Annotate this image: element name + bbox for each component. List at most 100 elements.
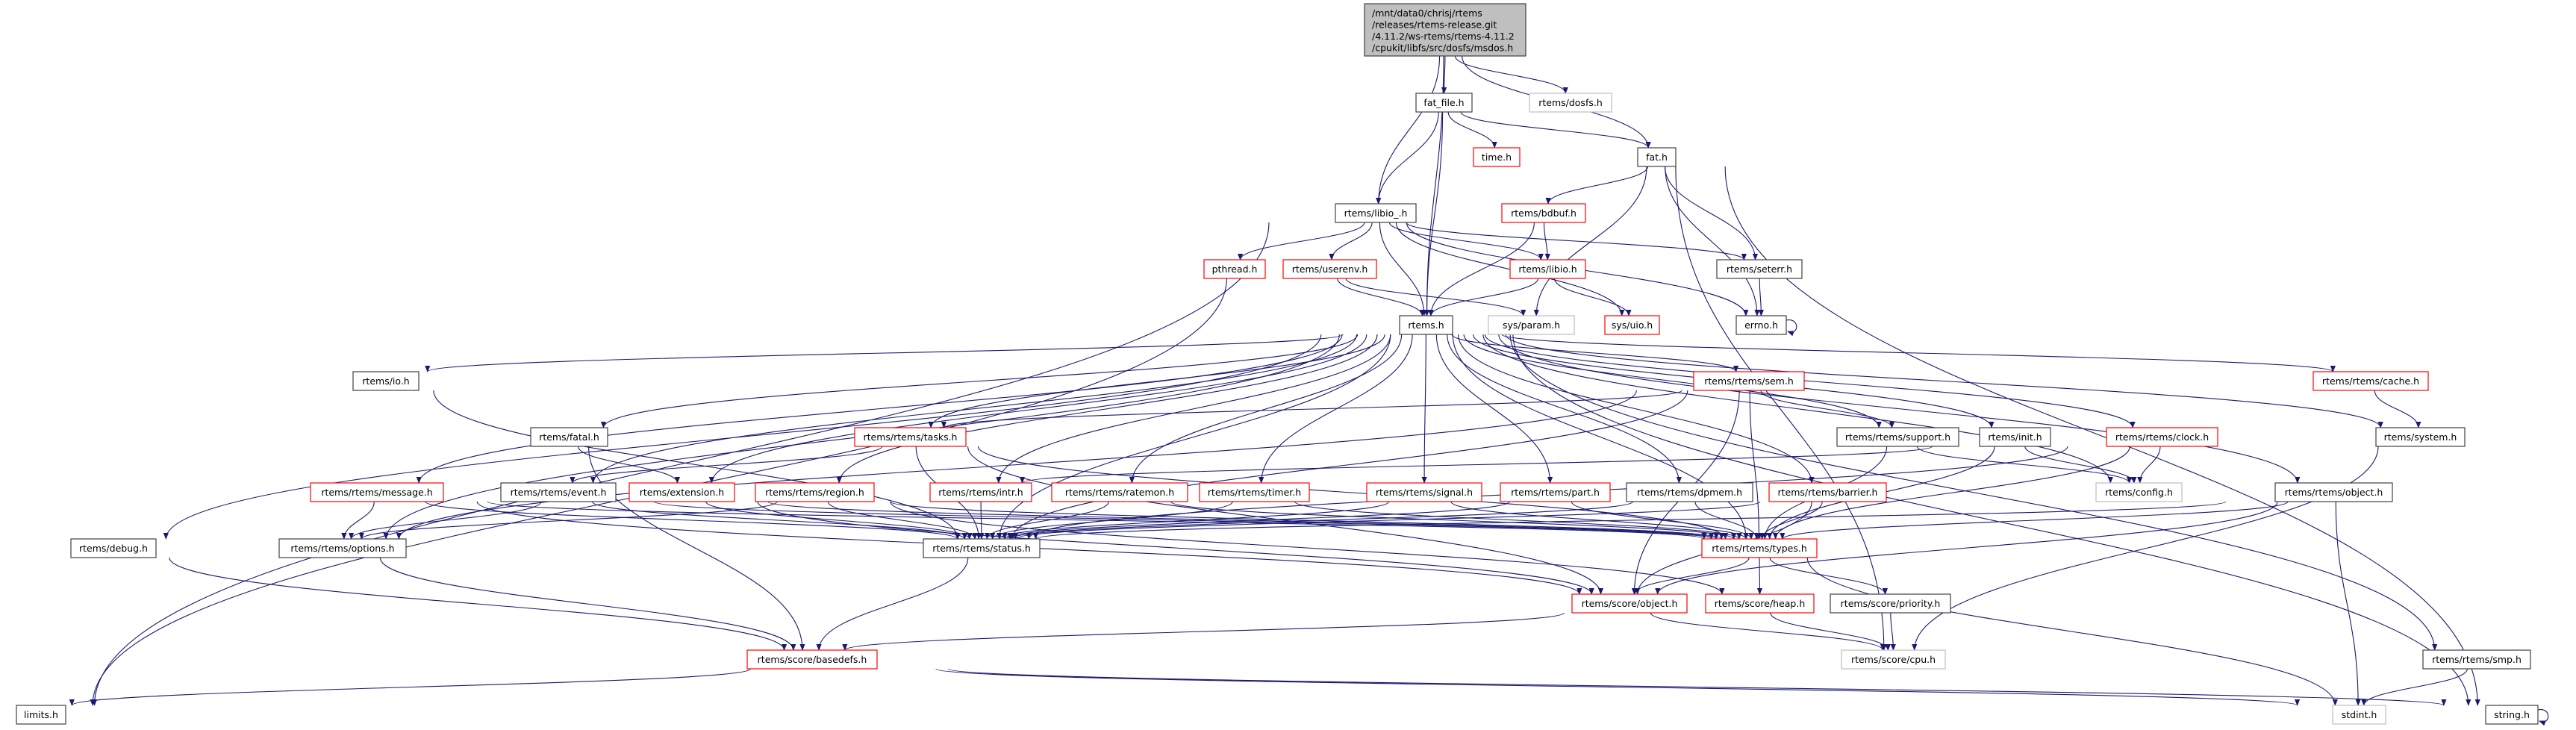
node-tasks[interactable]: rtems/rtems/tasks.h bbox=[854, 427, 967, 447]
edge-rtems-to-intr bbox=[996, 334, 1391, 484]
node-libio_[interactable]: rtems/libio_.h bbox=[1335, 203, 1417, 223]
node-label: rtems/rtems/intr.h bbox=[938, 487, 1023, 498]
node-status[interactable]: rtems/rtems/status.h bbox=[923, 538, 1041, 558]
node-support[interactable]: rtems/rtems/support.h bbox=[1836, 427, 1959, 447]
edge-rtems-to-message bbox=[416, 334, 1343, 484]
node-box bbox=[2332, 705, 2386, 725]
edge-sem-to-types bbox=[1749, 390, 1762, 540]
edge-rtems-to-support bbox=[1463, 334, 1882, 428]
node-userenv[interactable]: rtems/userenv.h bbox=[1282, 259, 1377, 279]
node-extension[interactable]: rtems/extension.h bbox=[629, 482, 735, 502]
edge-dpmem-to-types bbox=[1694, 501, 1759, 540]
node-basedefs[interactable]: rtems/score/basedefs.h bbox=[746, 649, 878, 670]
node-param[interactable]: sys/param.h bbox=[1488, 315, 1575, 335]
node-time[interactable]: time.h bbox=[1473, 147, 1521, 167]
node-box bbox=[1637, 147, 1677, 167]
node-label: fat.h bbox=[1646, 152, 1668, 163]
edge-extension-to-status bbox=[705, 501, 973, 540]
node-bdbuf[interactable]: rtems/bdbuf.h bbox=[1501, 203, 1586, 223]
node-init[interactable]: rtems/init.h bbox=[1979, 427, 2051, 447]
node-event[interactable]: rtems/rtems/event.h bbox=[500, 482, 617, 502]
node-clock[interactable]: rtems/rtems/clock.h bbox=[2106, 427, 2218, 447]
node-cpu[interactable]: rtems/score/cpu.h bbox=[1841, 649, 1946, 670]
edge-init-to-intr bbox=[1020, 446, 1933, 484]
node-box bbox=[1830, 593, 1951, 614]
edge-barrier-to-status bbox=[1013, 501, 1761, 540]
node-barrier[interactable]: rtems/rtems/barrier.h bbox=[1768, 482, 1887, 502]
node-uio[interactable]: sys/uio.h bbox=[1604, 315, 1660, 335]
edge-rtems-to-fatal bbox=[600, 334, 1359, 428]
edge-rtems-to-extension bbox=[708, 334, 1367, 484]
edge-rtems-to-debug bbox=[163, 334, 1322, 540]
edge-rtems-to-types bbox=[1452, 334, 1749, 540]
node-part[interactable]: rtems/rtems/part.h bbox=[1500, 482, 1611, 502]
node-label: rtems/rtems/message.h bbox=[321, 487, 432, 498]
node-debug[interactable]: rtems/debug.h bbox=[70, 538, 157, 558]
node-dpmem[interactable]: rtems/rtems/dpmem.h bbox=[1626, 482, 1753, 502]
node-sem[interactable]: rtems/rtems/sem.h bbox=[1693, 371, 1805, 391]
node-box bbox=[1735, 315, 1787, 335]
node-io[interactable]: rtems/io.h bbox=[352, 371, 420, 391]
node-fatal[interactable]: rtems/fatal.h bbox=[530, 427, 608, 447]
node-box bbox=[1693, 371, 1805, 391]
node-box bbox=[1399, 315, 1453, 335]
edge-extension-to-sobject bbox=[757, 501, 1594, 595]
node-object[interactable]: rtems/rtems/object.h bbox=[2274, 482, 2393, 502]
edge-root-to-dosfs bbox=[1454, 55, 1568, 94]
node-types[interactable]: rtems/rtems/types.h bbox=[1701, 538, 1818, 558]
edge-libio_-to-userenv bbox=[1329, 222, 1373, 261]
node-pthread[interactable]: pthread.h bbox=[1203, 259, 1266, 279]
node-fat_file[interactable]: fat_file.h bbox=[1415, 93, 1473, 113]
node-box bbox=[1529, 93, 1612, 113]
edge-string-to-string bbox=[2537, 709, 2549, 726]
node-intr[interactable]: rtems/rtems/intr.h bbox=[929, 482, 1032, 502]
node-smp[interactable]: rtems/rtems/smp.h bbox=[2422, 649, 2531, 670]
node-box bbox=[1626, 482, 1753, 502]
node-signal[interactable]: rtems/rtems/signal.h bbox=[1366, 482, 1482, 502]
node-priority[interactable]: rtems/score/priority.h bbox=[1830, 593, 1951, 614]
node-box bbox=[1501, 203, 1586, 223]
node-errno[interactable]: errno.h bbox=[1735, 315, 1787, 335]
node-label: rtems/score/heap.h bbox=[1715, 598, 1806, 609]
node-box bbox=[755, 482, 875, 502]
node-box bbox=[1705, 593, 1815, 614]
node-system[interactable]: rtems/system.h bbox=[2375, 427, 2466, 447]
node-box bbox=[1488, 315, 1575, 335]
node-rtems[interactable]: rtems.h bbox=[1399, 315, 1453, 335]
node-region[interactable]: rtems/rtems/region.h bbox=[755, 482, 875, 502]
node-ratemon[interactable]: rtems/rtems/ratemon.h bbox=[1051, 482, 1188, 502]
edge-system-to-cpu bbox=[1912, 446, 2379, 651]
node-string[interactable]: string.h bbox=[2485, 705, 2539, 725]
edge-part-to-status bbox=[1002, 501, 1510, 540]
node-label: rtems/config.h bbox=[2105, 487, 2173, 498]
node-label: rtems/seterr.h bbox=[1727, 263, 1792, 275]
edge-seterr-to-errno bbox=[1758, 278, 1764, 316]
node-cache[interactable]: rtems/rtems/cache.h bbox=[2313, 371, 2429, 391]
edge-object-to-types bbox=[1780, 501, 2289, 540]
node-options[interactable]: rtems/rtems/options.h bbox=[278, 538, 407, 558]
node-heap[interactable]: rtems/score/heap.h bbox=[1705, 593, 1815, 614]
node-label: errno.h bbox=[1744, 319, 1778, 331]
node-label: rtems/rtems/event.h bbox=[511, 487, 607, 498]
edge-libio_-to-limits bbox=[91, 222, 1270, 706]
node-limits[interactable]: limits.h bbox=[16, 705, 66, 725]
node-libio[interactable]: rtems/libio.h bbox=[1509, 259, 1586, 279]
node-seterr[interactable]: rtems/seterr.h bbox=[1716, 259, 1803, 279]
node-box bbox=[2274, 482, 2393, 502]
edge-rtems-to-config bbox=[1482, 334, 2113, 484]
edge-rtems-to-tasks bbox=[928, 334, 1385, 428]
edge-extension-to-types bbox=[767, 501, 1719, 540]
edge-root-to-fat_file bbox=[1441, 55, 1447, 94]
node-box bbox=[1604, 315, 1660, 335]
node-stdint[interactable]: stdint.h bbox=[2332, 705, 2386, 725]
edge-rtems-to-io bbox=[425, 334, 1344, 372]
node-sobject[interactable]: rtems/score/object.h bbox=[1571, 593, 1688, 614]
node-timer[interactable]: rtems/rtems/timer.h bbox=[1199, 482, 1310, 502]
node-fat[interactable]: fat.h bbox=[1637, 147, 1677, 167]
edge-root-to-libio_ bbox=[1376, 55, 1441, 205]
node-message[interactable]: rtems/rtems/message.h bbox=[310, 482, 444, 502]
node-dosfs[interactable]: rtems/dosfs.h bbox=[1529, 93, 1612, 113]
node-box bbox=[1366, 482, 1482, 502]
node-config[interactable]: rtems/config.h bbox=[2095, 482, 2183, 502]
node-box bbox=[500, 482, 617, 502]
